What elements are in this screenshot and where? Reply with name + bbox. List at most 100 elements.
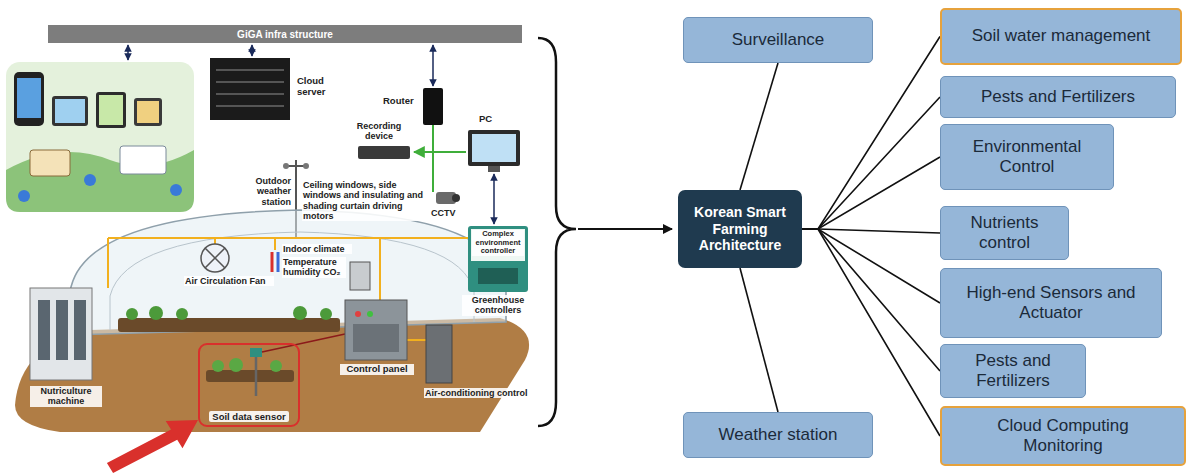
node-text: Pests and Fertilizers — [955, 351, 1071, 392]
control-wire — [108, 237, 468, 239]
plant — [212, 360, 224, 372]
weather-cup — [303, 163, 309, 169]
illustration-label: Air-conditioning control — [424, 388, 532, 398]
network-wire — [414, 151, 433, 153]
node-text: Weather station — [719, 425, 838, 445]
nutriculture-machine — [30, 288, 92, 380]
fan-blade — [205, 248, 225, 268]
greenhouse-icon — [120, 146, 166, 174]
network-bar: GiGA infra structure — [48, 25, 522, 43]
panel-switches — [353, 324, 399, 352]
node-text: Pests and Fertilizers — [981, 87, 1135, 107]
climate-sensor — [350, 262, 370, 290]
thermometer — [271, 252, 274, 272]
server-slot — [216, 105, 284, 107]
plant — [270, 360, 282, 372]
pc-monitor — [468, 130, 520, 166]
soil-sensor-probe — [255, 352, 258, 396]
server-slot — [216, 81, 284, 83]
node-text: GiGA infra structure — [237, 29, 333, 40]
sensor-highlight-box: Soil data sensor — [198, 343, 300, 427]
connector-line — [740, 63, 778, 190]
nutrient-tank — [74, 300, 86, 360]
node-text: Soil water management — [972, 26, 1151, 46]
wifi-icon — [170, 184, 182, 196]
function-box: Surveillance — [683, 17, 873, 63]
greenhouse-frame — [70, 210, 506, 335]
tablet-screen — [99, 95, 123, 125]
control-wire — [274, 238, 276, 250]
illustration-label: Nutriculture machine — [30, 386, 102, 407]
illustration-label: PC — [478, 114, 500, 125]
environment-controller — [468, 226, 528, 292]
node-text: Soil data sensor — [209, 411, 288, 422]
illustration-label: Temperature humidity CO₂ — [282, 257, 346, 278]
function-box: Pests and Fertilizers — [940, 344, 1086, 398]
node-text: Surveillance — [732, 30, 825, 50]
connector-line — [802, 229, 940, 371]
connector-line — [802, 97, 940, 229]
cloud-server — [210, 58, 290, 120]
control-wire — [107, 238, 109, 288]
server-slot — [216, 93, 284, 95]
hub-box: Korean Smart Farming Architecture — [678, 190, 802, 268]
network-wire — [432, 125, 434, 192]
link-arrow — [251, 45, 253, 56]
illustration-label: Outdoor weather station — [226, 176, 292, 207]
farm-house — [30, 150, 70, 176]
plant — [320, 308, 332, 320]
plant-bed — [118, 318, 340, 332]
wifi-icon — [84, 174, 96, 186]
tablet — [52, 96, 88, 126]
illustration-label: Cloud server — [296, 76, 342, 98]
illustration-label: Indoor climate — [282, 244, 352, 254]
thermometer — [277, 252, 280, 272]
illustration-label: Router — [382, 96, 420, 107]
function-box: Weather station — [683, 412, 873, 458]
connector-line — [802, 157, 940, 229]
link-arrow — [432, 45, 434, 86]
air-conditioner — [426, 325, 452, 383]
tablet — [134, 98, 162, 126]
fan-blade — [205, 248, 225, 268]
tablet-screen — [137, 101, 159, 123]
control-wire — [407, 339, 426, 341]
connector-line — [802, 37, 940, 230]
network-wire — [433, 151, 466, 153]
illustration-label: Air Circulation Fan — [184, 276, 274, 286]
node-text: Cloud Computing Monitoring — [956, 416, 1170, 457]
controller-screen — [471, 229, 525, 261]
pc-stand — [488, 166, 500, 172]
pointer-arrow — [107, 420, 198, 473]
recording-device — [358, 146, 410, 159]
smartphone — [14, 72, 44, 126]
function-box: Cloud Computing Monitoring — [940, 406, 1186, 466]
plant — [229, 358, 243, 372]
device-collage — [6, 62, 194, 212]
soil-sensor-head — [250, 348, 262, 357]
greenhouse-rib — [110, 232, 474, 330]
function-box: Environmental Control — [940, 124, 1114, 190]
tablet-screen — [55, 99, 85, 123]
function-box: Nutrients control — [940, 206, 1069, 260]
panel-button — [355, 311, 361, 317]
illustration-label: Recording device — [350, 121, 408, 142]
controller-display — [478, 268, 518, 284]
connector-line — [802, 229, 940, 436]
pc-screen — [472, 134, 516, 162]
nutrient-tank — [38, 300, 50, 360]
control-wire — [214, 238, 216, 244]
link-arrow — [493, 174, 495, 224]
illustration-label: Complex environment controller — [472, 230, 524, 256]
function-box: Pests and Fertilizers — [940, 76, 1176, 118]
connector-line — [740, 268, 778, 412]
router — [423, 88, 443, 125]
illustration-label: Greenhouse controllers — [462, 295, 534, 316]
plant — [176, 308, 188, 320]
panel-button — [367, 311, 373, 317]
link-arrow — [127, 45, 129, 60]
nutrient-tank — [56, 300, 68, 360]
function-box: Soil water management — [940, 8, 1182, 65]
control-panel — [345, 300, 407, 360]
